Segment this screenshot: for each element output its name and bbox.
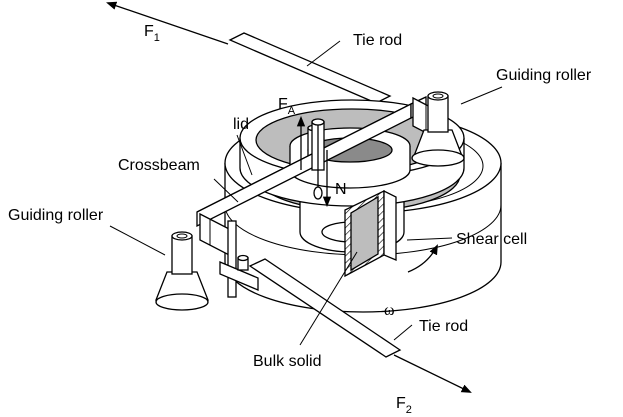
bulk-solid-label: Bulk solid <box>253 353 321 370</box>
guiding-roller-left-label: Guiding roller <box>8 207 104 224</box>
base-fitting <box>237 254 249 271</box>
fa-label: FA <box>278 96 296 117</box>
guiding-roller-right <box>411 91 465 167</box>
tie-rod-bottom-label: Tie rod <box>419 318 468 335</box>
n-label: N <box>335 181 347 198</box>
lid-label: lid <box>233 116 249 133</box>
center-pin <box>311 118 325 200</box>
force-f2-arrow <box>393 354 472 393</box>
tie-rod-bottom <box>248 258 402 358</box>
crossbeam-label: Crossbeam <box>118 157 200 174</box>
f1-label: F1 <box>144 23 160 44</box>
f2-label: F2 <box>396 395 412 416</box>
force-f1-arrow <box>106 1 229 45</box>
shear-cell-label: Shear cell <box>456 231 527 248</box>
tie-rod-top-label: Tie rod <box>353 32 402 49</box>
omega-label: ω <box>384 302 395 319</box>
rotation-arrow <box>407 244 438 273</box>
leader-lines <box>109 40 503 346</box>
tie-rod-top <box>228 32 392 104</box>
guiding-roller-left <box>155 231 209 311</box>
guiding-roller-right-label: Guiding roller <box>496 67 592 84</box>
